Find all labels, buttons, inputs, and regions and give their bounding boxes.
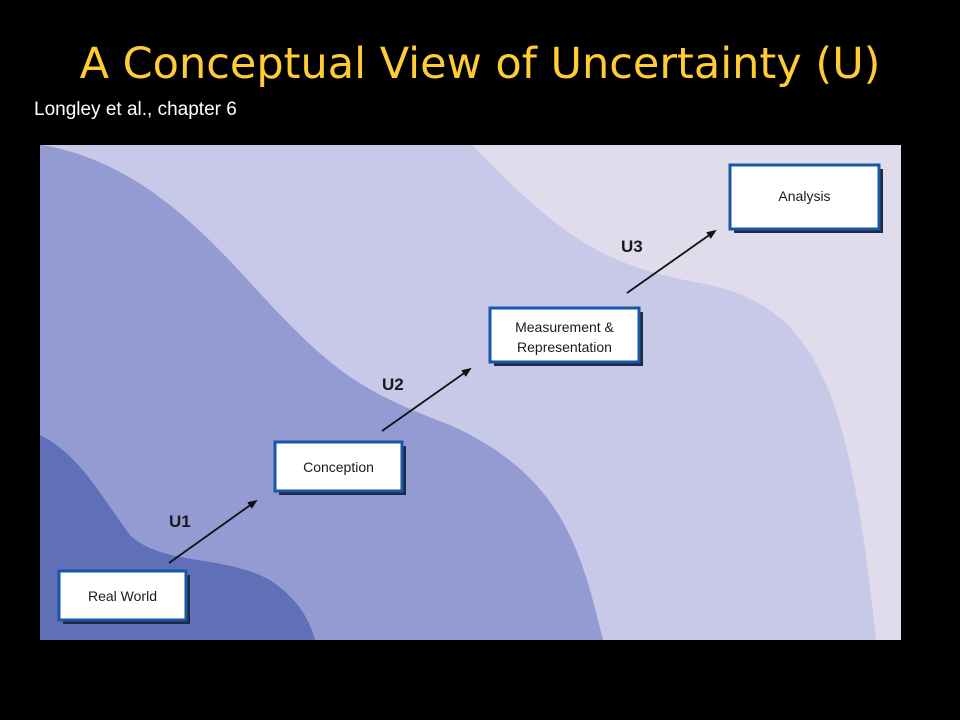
- stage-box-real-world: Real World: [57, 569, 190, 624]
- stage-box-analysis: Analysis: [728, 163, 883, 233]
- arrow-u3: [626, 229, 717, 294]
- uncertainty-label-u3: U3: [621, 237, 643, 256]
- stage-label-real-world: Real World: [88, 588, 157, 604]
- uncertainty-label-u1: U1: [169, 512, 191, 531]
- diagram-canvas: U1 U2 U3 Real World Conception Measureme…: [40, 145, 901, 640]
- stage-box-measurement-representation: Measurement & Representation: [488, 306, 643, 366]
- stage-label-measurement-line-2: Representation: [517, 339, 612, 355]
- box-frame: [57, 569, 188, 622]
- stage-label-conception: Conception: [303, 459, 374, 475]
- uncertainty-diagram: U1 U2 U3 Real World Conception Measureme…: [40, 145, 901, 640]
- stage-box-conception: Conception: [273, 440, 406, 495]
- box-frame: [273, 440, 404, 493]
- stage-label-measurement-line-1: Measurement &: [515, 319, 614, 335]
- box-frame: [488, 306, 641, 364]
- slide-subtitle: Longley et al., chapter 6: [34, 99, 237, 120]
- slide-title: A Conceptual View of Uncertainty (U): [79, 39, 881, 89]
- uncertainty-label-u2: U2: [382, 375, 404, 394]
- arrow-u1: [168, 499, 258, 564]
- band-2: [40, 145, 603, 640]
- box-frame: [728, 163, 881, 231]
- stage-label-analysis: Analysis: [778, 188, 830, 204]
- arrow-u2: [381, 367, 472, 432]
